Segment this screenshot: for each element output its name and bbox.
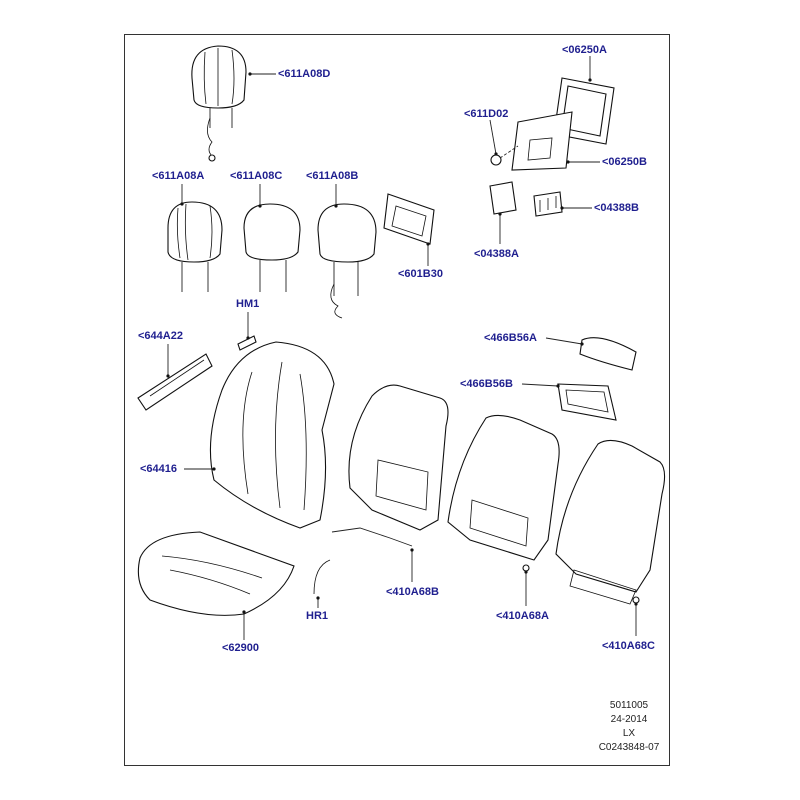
- cover-04388a: [489, 181, 517, 215]
- trim-frame-06250a: [553, 77, 615, 145]
- label-410a68b: <410A68B: [386, 586, 439, 598]
- label-06250b: <06250B: [602, 156, 647, 168]
- label-644a22: <644A22: [138, 330, 183, 342]
- label-601b30: <601B30: [398, 268, 443, 280]
- footer-model: LX: [622, 728, 636, 739]
- headrest-611a08c: [243, 203, 301, 292]
- seat-cushion-62900: [137, 531, 295, 616]
- label-62900: <62900: [222, 642, 260, 654]
- seat-frame-410a68c: [555, 439, 666, 605]
- panel-466b56a: [579, 337, 637, 371]
- leader-lines: [167, 56, 637, 640]
- label-611a08d: <611A08D: [278, 68, 331, 80]
- label-hr1: HR1: [306, 610, 329, 622]
- label-611a08b: <611A08B: [306, 170, 359, 182]
- label-611a08a: <611A08A: [152, 170, 205, 182]
- seat-frame-410a68a: [447, 414, 560, 572]
- headrest-611a08b: [317, 203, 377, 319]
- label-hm1: HM1: [236, 298, 260, 310]
- label-466b56b: <466B56B: [460, 378, 513, 390]
- clip-611d02: [490, 145, 519, 166]
- footer-ref-number: 5011005: [609, 700, 649, 711]
- label-04388a: <04388A: [474, 248, 519, 260]
- seat-frame-410a68b: [331, 384, 449, 547]
- label-06250a: <06250A: [562, 44, 607, 56]
- clip-hr1: [313, 559, 331, 595]
- bracket-04388b: [533, 191, 563, 217]
- label-611a08c: <611A08C: [230, 170, 283, 182]
- label-611d02: <611D02: [464, 108, 509, 120]
- guide-601b30: [383, 193, 435, 245]
- panel-466b56b: [557, 383, 617, 421]
- panel-06250b: [511, 111, 573, 171]
- label-04388b: <04388B: [594, 202, 639, 214]
- label-466b56a: <466B56A: [484, 332, 537, 344]
- label-410a68c: <410A68C: [602, 640, 655, 652]
- label-64416: <64416: [140, 463, 178, 475]
- leader-dots: [166, 72, 638, 614]
- label-410a68a: <410A68A: [496, 610, 549, 622]
- headrest-611a08d: [191, 45, 247, 162]
- footer-date: 24-2014: [610, 714, 648, 725]
- headrest-611a08a: [167, 201, 223, 292]
- trim-644a22: [137, 353, 213, 411]
- footer-diagram-code: C0243848-07: [598, 742, 660, 753]
- seat-back-64416: [209, 341, 335, 529]
